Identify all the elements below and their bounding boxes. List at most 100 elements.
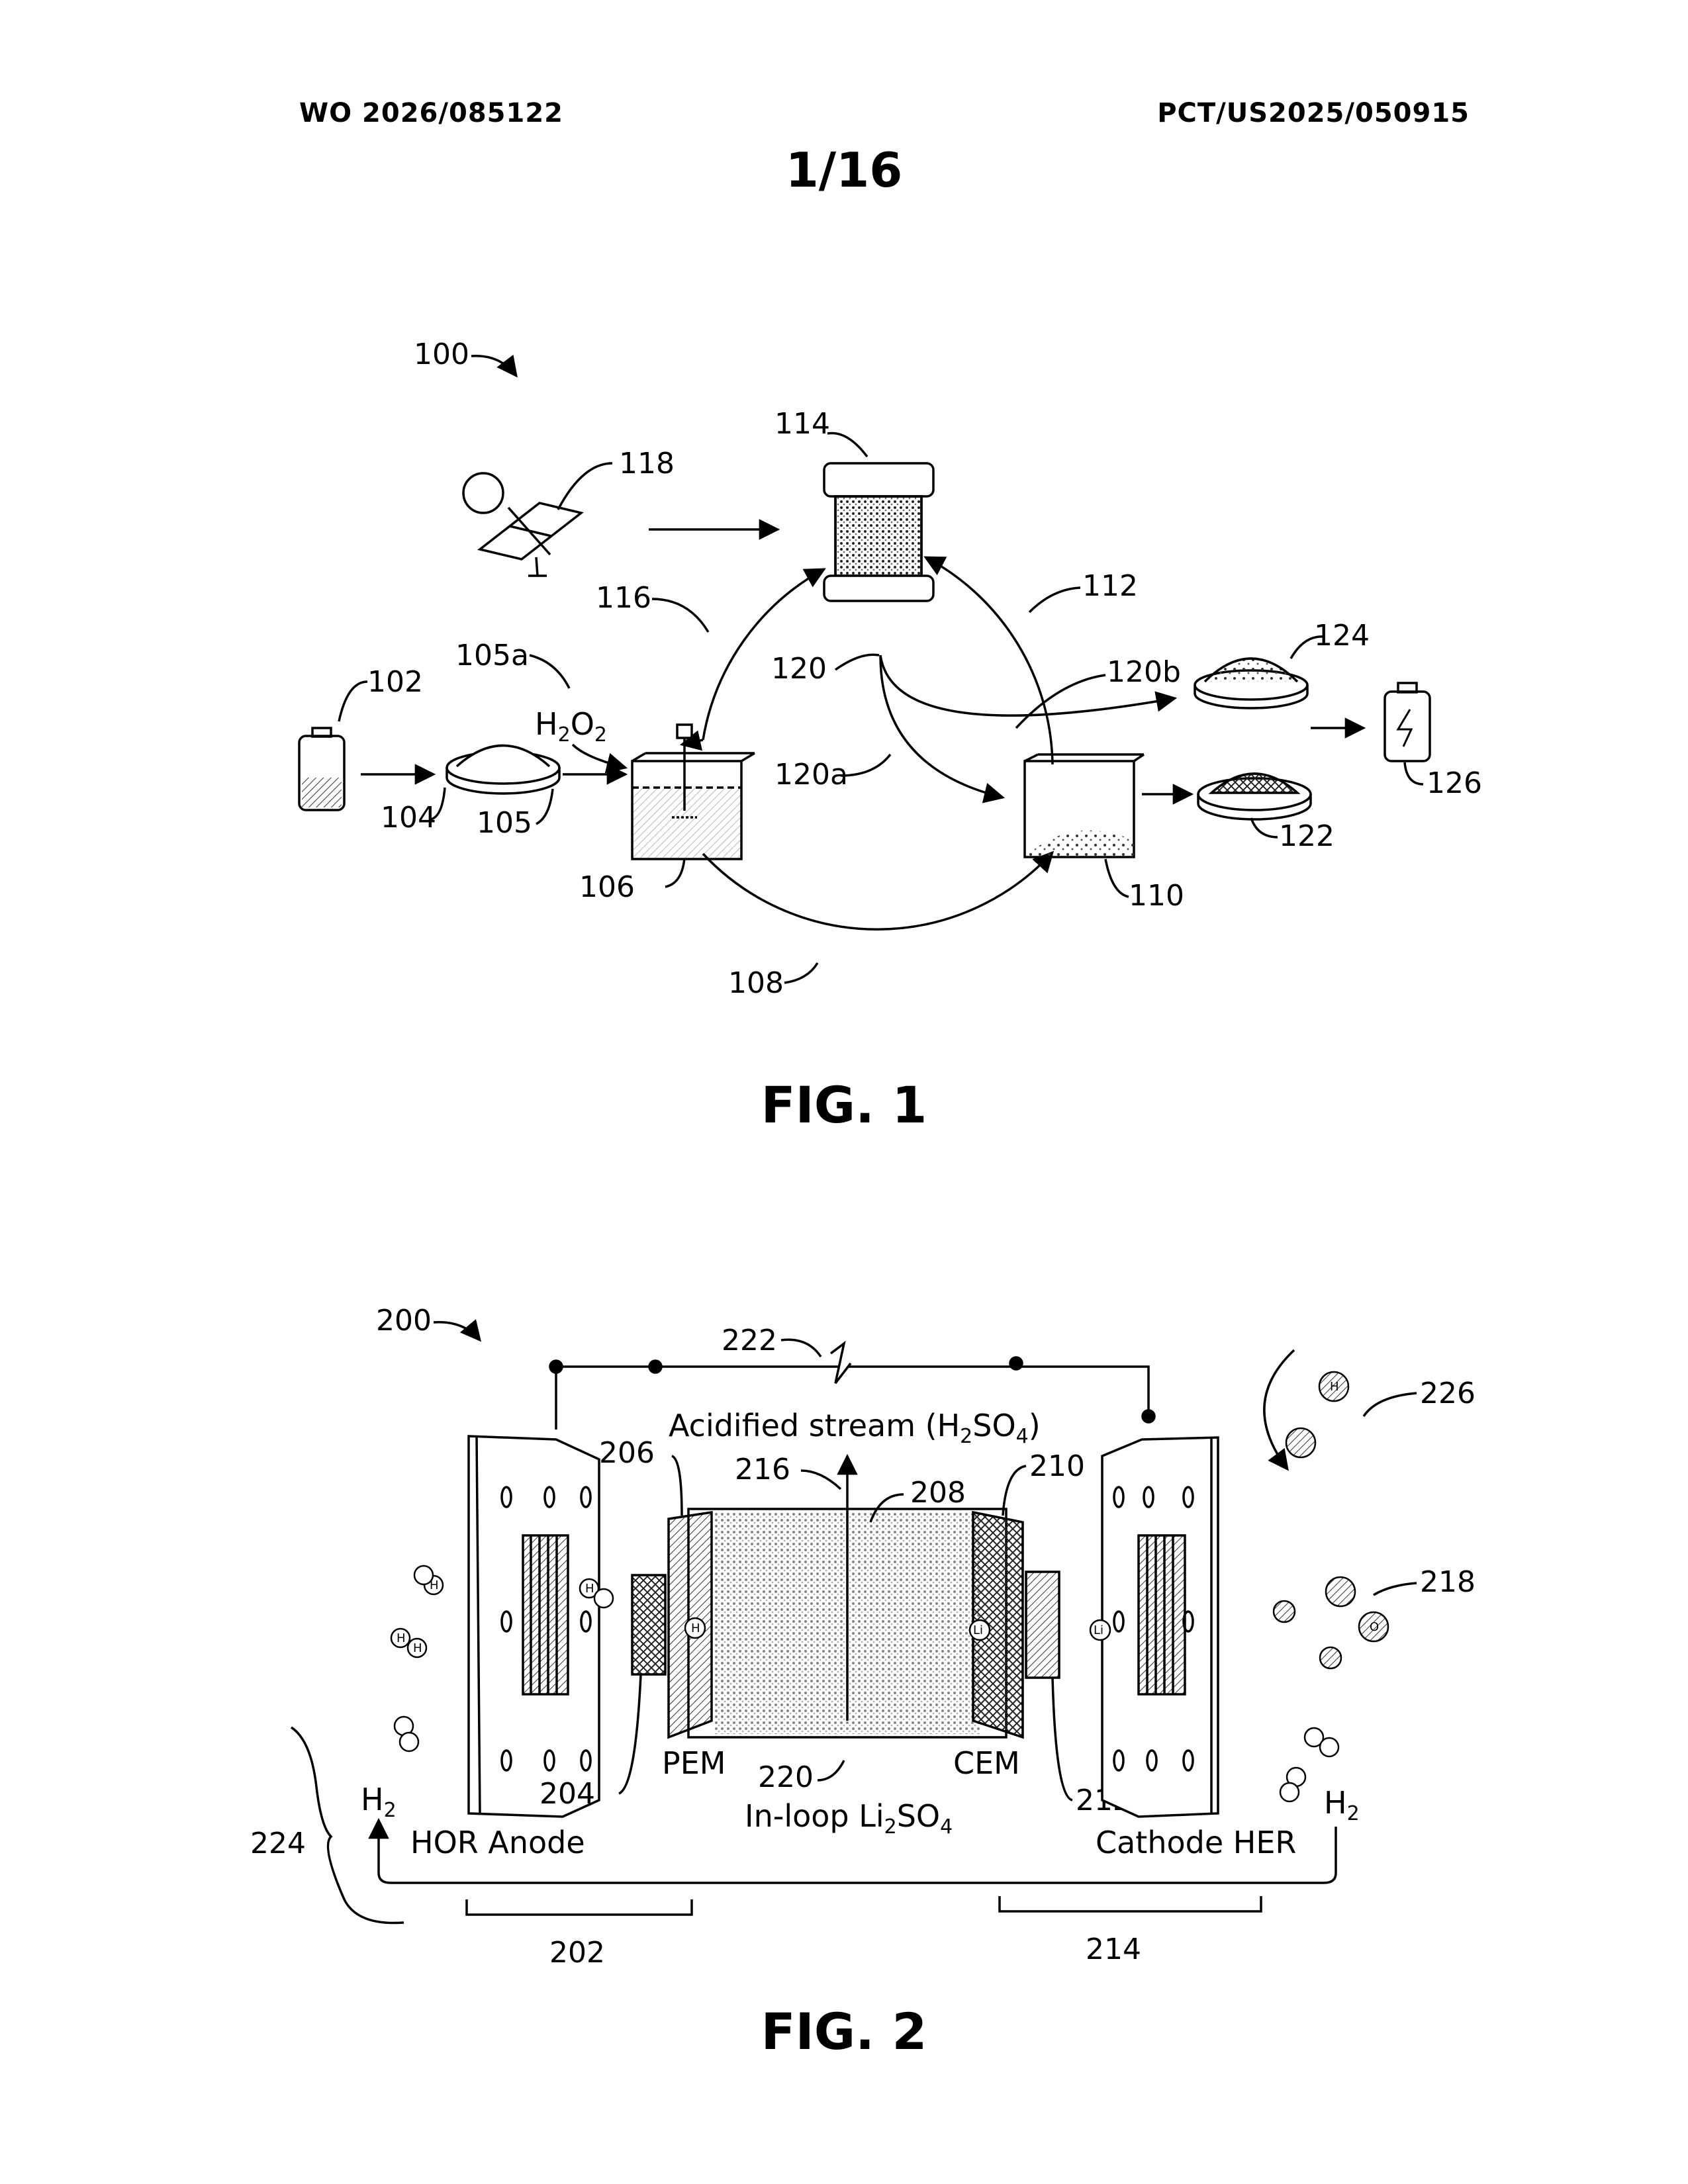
leader-105 [536,789,553,824]
ref-112: 112 [1082,569,1138,603]
ref-120a: 120a [774,758,848,792]
leader-108 [784,963,818,983]
lightning-icon [831,1343,851,1383]
ref-206: 206 [599,1436,655,1470]
node-dot [649,1361,661,1373]
sun-icon [463,473,503,513]
svg-text:H: H [397,1631,406,1645]
leader-122 [1251,818,1278,837]
leader-118 [558,463,612,510]
ref-105a: 105a [455,639,529,672]
ref-204: 204 [539,1777,595,1811]
h2-molecule [395,1717,418,1751]
ref-220: 220 [758,1760,814,1794]
leader-102 [339,682,367,721]
solar-panel-icon [480,503,581,576]
svg-text:H: H [430,1578,439,1592]
leader-204 [619,1674,641,1794]
ref-126: 126 [1427,766,1482,800]
svg-text:H: H [691,1621,700,1635]
ref-224: 224 [250,1827,306,1860]
ref-202: 202 [549,1936,605,1970]
leader-200 [434,1322,480,1340]
h2-left-label: H2 [361,1782,397,1822]
leader-222 [781,1340,821,1357]
bracket-214 [1000,1896,1261,1911]
water-molecule [1286,1428,1315,1457]
h2-right-label: H2 [1324,1785,1360,1825]
ref-210: 210 [1029,1449,1085,1483]
ref-102: 102 [367,665,423,699]
ref-200: 200 [376,1304,432,1338]
lithium-ion [1320,1647,1341,1668]
cathode-gdl-212 [1026,1572,1059,1678]
reagent-h2o2: H2O2 [535,706,607,747]
pem-label: PEM [662,1745,726,1781]
container-110 [1025,754,1144,857]
ref-116: 116 [596,581,651,615]
figure-1-caption: FIG. 1 [0,1075,1688,1134]
ref-226: 226 [1420,1377,1476,1410]
leader-216 [801,1471,841,1489]
leader-112 [1029,588,1080,612]
arrow-h2o2 [573,745,626,768]
ref-108: 108 [728,966,784,1000]
fig2: 200 222 204 206 [250,1304,1476,1970]
lithium-ion [1274,1601,1295,1622]
bracket-202 [467,1899,692,1915]
ref-222: 222 [722,1324,777,1357]
ref-208: 208 [910,1476,966,1510]
figure-2-caption: FIG. 2 [0,2002,1688,2061]
svg-text:H: H [413,1641,422,1655]
node-dot [1010,1357,1022,1369]
ref-106: 106 [579,870,635,904]
node-dot [550,1361,562,1373]
cem-label: CEM [953,1745,1020,1781]
ref-105: 105 [477,806,532,840]
loop-112 [925,557,1053,764]
leader-114 [827,433,867,457]
h2-molecule [414,1566,443,1594]
stream-120a [880,655,1003,797]
leader-126 [1405,762,1423,784]
ref-120: 120 [771,652,827,686]
brace-224 [291,1727,404,1923]
reactor-114 [824,463,933,601]
ref-124: 124 [1314,619,1370,653]
leader-120a [841,754,890,776]
svg-text:H: H [585,1582,594,1596]
leader-212 [1053,1678,1072,1800]
h2-molecule [1280,1768,1305,1801]
leader-220 [818,1760,844,1780]
node-dot [1143,1410,1154,1422]
battery-126-icon [1385,683,1430,761]
ref-114: 114 [774,407,830,441]
in-loop-label: In-loop Li2SO4 [745,1798,953,1839]
product-dish-124 [1195,659,1307,708]
leader-105a [530,655,569,688]
hor-anode-label: HOR Anode [410,1825,585,1860]
svg-text:Li: Li [1094,1623,1103,1637]
ref-214: 214 [1086,1933,1141,1966]
loop-108 [703,852,1053,929]
ref-100: 100 [414,338,469,371]
ref-216: 216 [735,1453,790,1486]
ref-120b: 120b [1107,655,1181,689]
leader-206 [672,1456,682,1516]
powder-dish-104 [447,746,559,794]
cathode-plate-214 [1102,1437,1218,1817]
acidified-stream-label: Acidified stream (H2SO4) [669,1408,1041,1448]
anode-plate-202 [469,1436,599,1817]
svg-text:H: H [1330,1380,1339,1394]
leader-226 [1364,1393,1417,1416]
ref-110: 110 [1129,879,1184,913]
svg-text:O: O [1370,1620,1379,1634]
leader-100 [471,356,516,376]
fig1: 100 118 114 116 112 [299,338,1482,1000]
ref-122: 122 [1279,819,1335,853]
battery-102-icon [299,728,344,810]
product-dish-122 [1198,774,1311,819]
ref-118: 118 [619,447,675,480]
svg-text:Li: Li [973,1623,983,1637]
leader-116 [652,599,708,632]
